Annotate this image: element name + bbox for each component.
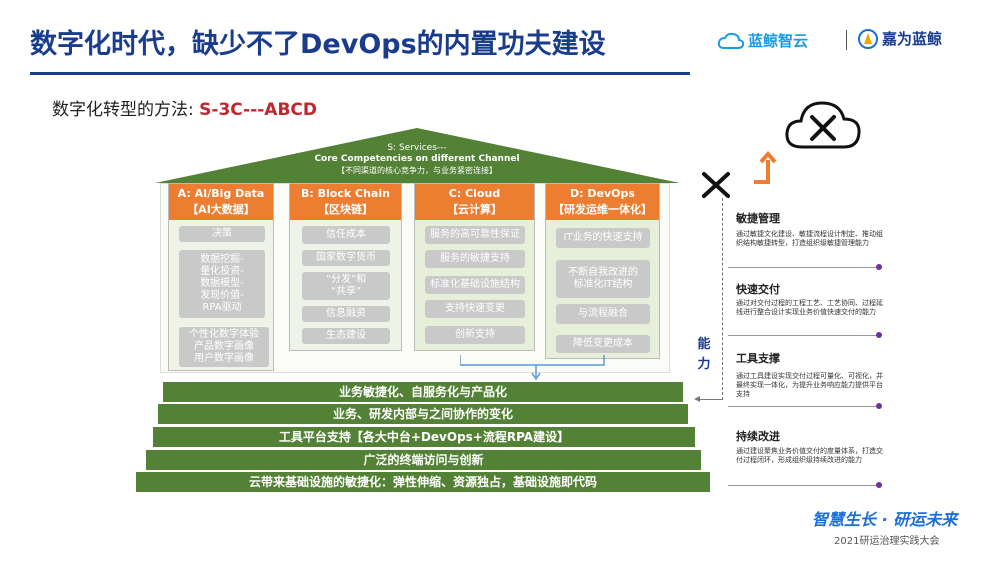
tools-icon — [702, 172, 730, 198]
roof-shape — [155, 128, 680, 183]
logo-divider — [846, 30, 847, 50]
column-d-header: D: DevOps 【研发运维一体化】 — [546, 184, 659, 220]
capability-dot — [876, 264, 882, 270]
capability-title: 持续改进 — [736, 430, 780, 443]
footer-slogan: 智慧生长 · 研运未来 — [812, 510, 958, 529]
capability-divider — [728, 406, 878, 407]
column-b-item: 信任成本 — [302, 226, 390, 244]
column-b-item: 信息融资 — [302, 306, 390, 322]
column-d-item: 不断自我改进的 标准化IT结构 — [556, 260, 650, 298]
foundation-band: 云带来基础设施的敏捷化：弹性伸缩、资源独占，基础设施即代码 — [136, 472, 710, 492]
roof-line1: S: Services--- — [387, 143, 447, 153]
capability-title: 敏捷管理 — [736, 212, 780, 225]
column-b-item: “分发”和 “共享” — [302, 272, 390, 300]
roof-line3: 【不同渠道的核心竞争力，与业务紧密连接】 — [337, 166, 497, 175]
capability-title: 工具支撑 — [736, 352, 780, 365]
logo-jiawei-lanjing: 嘉为蓝鲸 — [857, 28, 942, 49]
method-subtitle: 数字化转型的方法: S-3C---ABCD — [52, 95, 317, 120]
capability-dot — [876, 403, 882, 409]
column-d-subtitle: 【研发运维一体化】 — [553, 203, 652, 216]
column-c-item: 标准化基础设施结构 — [425, 276, 525, 294]
column-d-item: 降低变更成本 — [556, 335, 650, 353]
column-a-item: 个性化数字体验 产品数字画像 用户数字画像 — [179, 327, 269, 367]
column-b-item: 国家数字货币 — [302, 250, 390, 266]
capability-divider — [728, 485, 878, 486]
capability-dot — [876, 482, 882, 488]
capability-desc: 通过建设聚焦业务价值交付的度量体系，打造交付过程闭环，形成组织级持续改进的能力 — [736, 447, 883, 464]
column-d-item: IT业务的快速支持 — [556, 228, 650, 248]
logo1-text: 蓝鲸智云 — [748, 32, 809, 50]
capability-dot — [876, 332, 882, 338]
subtitle-highlight: S-3C---ABCD — [199, 100, 318, 120]
capability-desc: 通过敏捷文化建设、敏捷流程设计制定、推动组织结构敏捷转型，打造组织级敏捷管理能力 — [736, 230, 883, 247]
subtitle-prefix: 数字化转型的方法: — [52, 100, 200, 120]
foundation-band: 广泛的终端访问与创新 — [146, 450, 701, 470]
logo2-text: 嘉为蓝鲸 — [882, 30, 943, 48]
column-c-subtitle: 【云计算】 — [447, 203, 502, 216]
column-a-header: A: AI/Big Data 【AI大数据】 — [169, 184, 273, 220]
capability-arrow — [696, 399, 722, 400]
cloud-tools-icon — [785, 101, 861, 149]
column-c-item: 服务的高可靠性保证 — [425, 226, 525, 244]
column-d-title: D: DevOps — [570, 187, 635, 200]
column-b-title: B: Block Chain — [301, 187, 390, 200]
sail-logo-icon — [858, 28, 878, 49]
logo-lanjing-zhiyun: 蓝鲸智云 — [718, 30, 808, 51]
column-c-item: 创新支持 — [425, 326, 525, 344]
capability-arrow-head — [694, 396, 700, 402]
column-d-item: 与流程融合 — [556, 304, 650, 324]
column-c-item: 支持快速变更 — [425, 300, 525, 318]
cloud-logo-icon — [718, 32, 744, 49]
column-a-item: 决策 — [179, 226, 265, 242]
column-a-subtitle: 【AI大数据】 — [187, 203, 255, 216]
foundation-band: 业务、研发内部与之间协作的变化 — [158, 404, 688, 424]
capability-desc: 通过对交付过程的工程工艺、工艺协同、过程延线进行整合设计实现业务价值快速交付的能… — [736, 299, 883, 316]
column-c-title: C: Cloud — [448, 187, 501, 200]
capability-desc: 通过工具建设实现交付过程可量化、可视化，并最终实现一体化，为提升业务响应能力提供… — [736, 372, 883, 398]
capability-title: 快速交付 — [736, 283, 780, 296]
connector-arrow — [460, 355, 605, 381]
column-ai-bigdata: A: AI/Big Data 【AI大数据】 决策 数据挖掘- 量化投资- 数据… — [168, 183, 274, 371]
ability-label: 能 力 — [697, 337, 711, 372]
capability-divider — [728, 267, 878, 268]
capability-dashed-line — [722, 198, 723, 400]
up-arrow-icon — [754, 150, 777, 184]
column-b-subtitle: 【区块链】 — [318, 203, 373, 216]
page-title: 数字化时代，缺少不了DevOps的内置功夫建设 — [30, 29, 606, 60]
column-c-header: C: Cloud 【云计算】 — [415, 184, 534, 220]
column-devops: D: DevOps 【研发运维一体化】 IT业务的快速支持 不断自我改进的 标准… — [545, 183, 660, 359]
roof-line2: Core Competencies on different Channel — [314, 154, 520, 164]
column-a-title: A: AI/Big Data — [177, 187, 265, 200]
title-underline — [30, 72, 690, 75]
column-a-item: 数据挖掘- 量化投资- 数据模型- 发现价值- RPA驱动 — [179, 250, 265, 318]
footer-event: 2021研运治理实践大会 — [834, 536, 940, 547]
capability-divider — [728, 335, 878, 336]
foundation-band: 业务敏捷化、自服务化与产品化 — [163, 382, 683, 402]
column-c-item: 服务的敏捷支持 — [425, 250, 525, 268]
column-b-item: 生态建设 — [302, 328, 390, 344]
foundation-band: 工具平台支持【各大中台+DevOps+流程RPA建设】 — [153, 427, 695, 447]
column-cloud: C: Cloud 【云计算】 服务的高可靠性保证 服务的敏捷支持 标准化基础设施… — [414, 183, 535, 351]
column-b-header: B: Block Chain 【区块链】 — [290, 184, 401, 220]
column-blockchain: B: Block Chain 【区块链】 信任成本 国家数字货币 “分发”和 “… — [289, 183, 402, 351]
